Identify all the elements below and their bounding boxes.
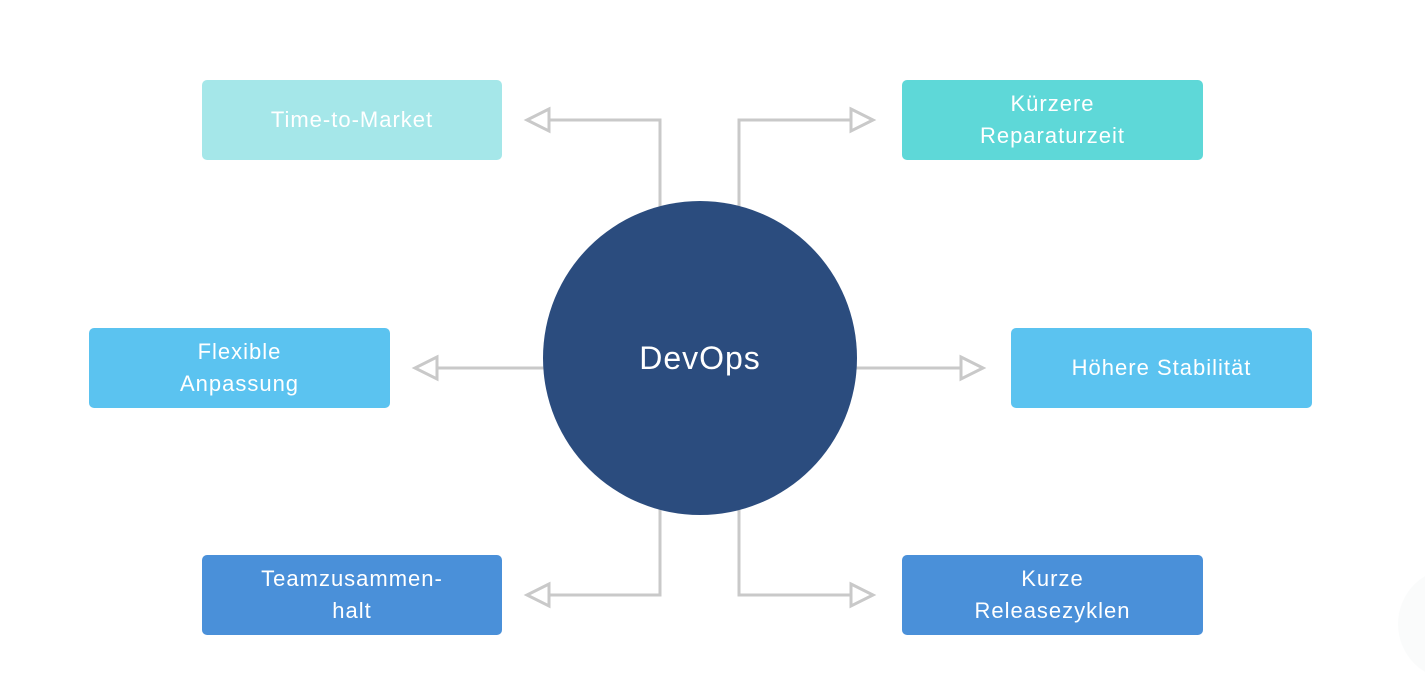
arrowhead-top-left-icon <box>523 106 551 134</box>
arrowhead-middle-left-icon <box>411 354 439 382</box>
node-teamzusammenhalt: Teamzusammen- halt <box>202 555 502 635</box>
connector-top-left <box>549 118 662 215</box>
node-time-to-market: Time-to-Market <box>202 80 502 160</box>
connector-bottom-left <box>549 500 662 597</box>
arrowhead-middle-right-icon <box>959 354 987 382</box>
connector-top-right <box>737 118 851 215</box>
node-devops-center: DevOps <box>543 201 857 515</box>
arrowhead-bottom-right-icon <box>849 581 877 609</box>
node-flexible-anpassung: Flexible Anpassung <box>89 328 390 408</box>
arrowhead-bottom-left-icon <box>523 581 551 609</box>
node-hoehere-stabilitaet: Höhere Stabilität <box>1011 328 1312 408</box>
connector-bottom-right <box>737 500 851 597</box>
arrowhead-top-right-icon <box>849 106 877 134</box>
node-kuerzere-reparaturzeit: Kürzere Reparaturzeit <box>902 80 1203 160</box>
node-kurze-releasezyklen: Kurze Releasezyklen <box>902 555 1203 635</box>
devops-center-label: DevOps <box>639 339 761 376</box>
